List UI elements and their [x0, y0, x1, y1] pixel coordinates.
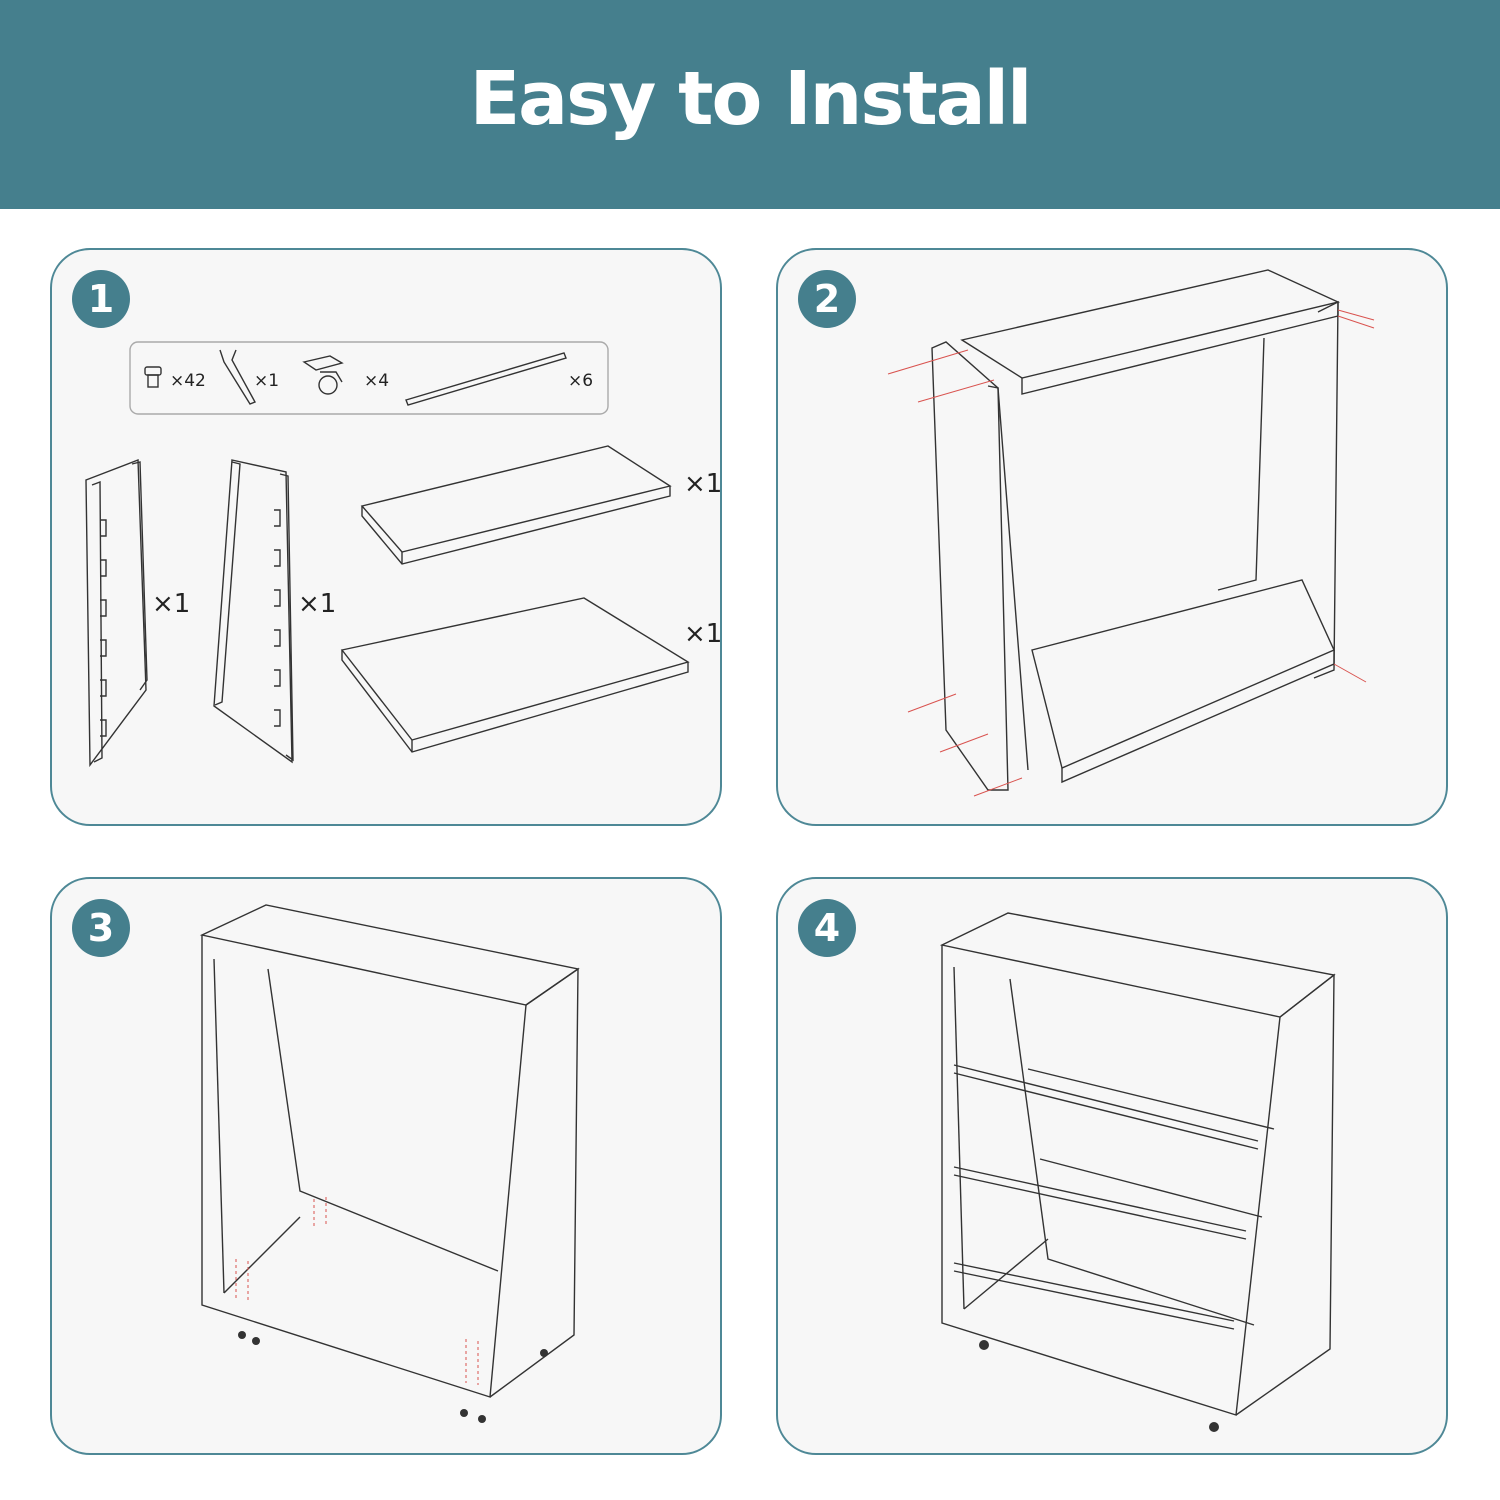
page-title: Easy to Install: [469, 55, 1033, 142]
step-badge-4: 4: [798, 899, 856, 957]
frame-assembly-diagram: [887, 269, 1375, 797]
completed-rack-diagram: [939, 912, 1336, 1432]
step-badge-2: 2: [798, 270, 856, 328]
left-side-qty: ×1: [152, 589, 190, 619]
bottom-tray: [340, 597, 690, 753]
right-side-qty: ×1: [298, 589, 336, 619]
parts-box: [129, 341, 609, 415]
wrench-icon: [219, 349, 256, 405]
rods-qty: ×6: [568, 371, 593, 391]
bottom-tray-qty: ×1: [684, 619, 722, 649]
header-banner: Easy to Install: [0, 0, 1500, 209]
step-badge-3: 3: [72, 899, 130, 957]
caster-mount-diagram: [199, 904, 580, 1423]
step-panel-1: 1: [50, 248, 722, 826]
wrench-qty: ×1: [254, 371, 279, 391]
rod-icon: [405, 352, 567, 406]
step-panel-4: 4: [776, 877, 1448, 1455]
top-tray-qty: ×1: [684, 469, 722, 499]
step-badge-1: 1: [72, 270, 130, 328]
caster-icon: [302, 355, 344, 395]
screws-qty: ×42: [170, 371, 206, 391]
left-side-panel: [85, 458, 148, 768]
step-panel-2: 2: [776, 248, 1448, 826]
casters-qty: ×4: [364, 371, 389, 391]
step-panel-3: 3: [50, 877, 722, 1455]
screw-icon: [144, 366, 162, 388]
parts-diagram: ×42 ×1 ×4 ×6 ×1 ×1 ×1 ×1: [85, 341, 722, 768]
right-side-panel: [213, 459, 294, 764]
top-tray: [360, 445, 672, 565]
